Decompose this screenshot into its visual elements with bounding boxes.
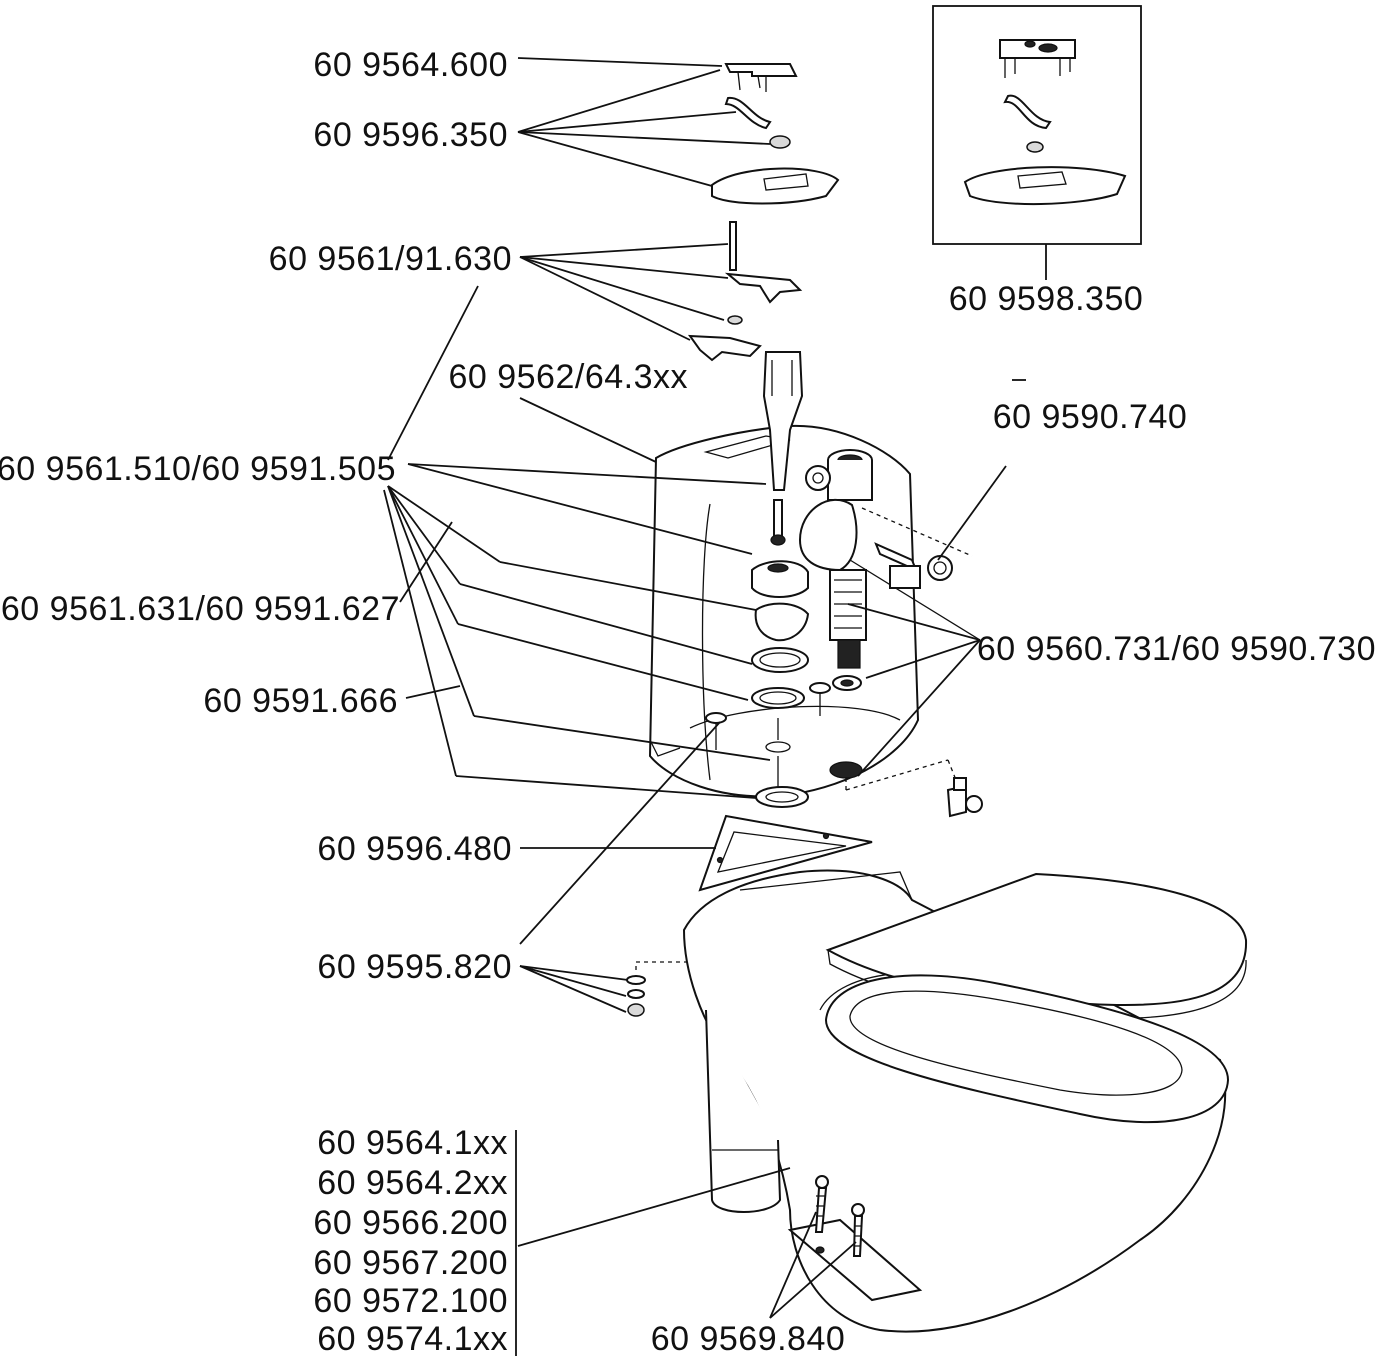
label-cistern: 60 9562/64.3xx: [448, 358, 688, 396]
label-floor-screws: 60 9569.840: [651, 1320, 846, 1358]
cistern-gasket: [698, 814, 873, 892]
flush-plate-assembly: [711, 63, 840, 205]
plate-bracket: [724, 63, 798, 77]
bowl-part-number: 60 9574.1xx: [317, 1320, 508, 1358]
bowl-part-number: 60 9572.100: [313, 1282, 508, 1320]
bowl-outlet: [705, 1009, 782, 1213]
bowl-part-number: 60 9564.2xx: [317, 1164, 508, 1202]
lever-arm: [724, 272, 803, 304]
label-flush-plate: 60 9596.350: [313, 116, 508, 154]
bowl-part-number: 60 9566.200: [313, 1204, 508, 1242]
inlet-connector: [861, 507, 973, 589]
label-inlet-connector: 60 9590.740: [993, 398, 1188, 436]
inset-alternative-plate: [932, 5, 1142, 280]
label-actuator: 60 9561/91.630: [269, 240, 512, 278]
label-valve-seals: 60 9561.631/60 9591.627: [1, 590, 400, 628]
valve-seal: [751, 560, 809, 598]
actuator-parts: [687, 221, 803, 362]
label-plate-bracket: 60 9564.600: [313, 46, 508, 84]
cistern-fixings: [705, 675, 983, 818]
label-fill-valve: 60 9560.731/60 9590.730: [977, 630, 1376, 668]
flush-valve: [751, 351, 810, 808]
fill-valve: [798, 449, 981, 669]
bracket-plate: [687, 334, 762, 362]
label-inset-plate: 60 9598.350: [949, 280, 1144, 318]
label-gasket: 60 9596.480: [317, 830, 512, 868]
flush-plate: [711, 167, 840, 205]
bowl-part-list: 60 9564.1xx 60 9564.2xx 60 9566.200 60 9…: [313, 1124, 508, 1358]
button-cap: [769, 135, 791, 149]
push-rod: [729, 221, 737, 271]
spring-clip: [724, 96, 772, 130]
toilet-seat: [824, 974, 1230, 1124]
seat-and-lid: [824, 872, 1248, 1124]
bowl-part-number: 60 9564.1xx: [317, 1124, 508, 1162]
inset-frame: [932, 5, 1142, 245]
part-labels: 60 9564.600 60 9596.350 60 9561/91.630 6…: [0, 46, 1376, 1358]
label-cistern-bolts: 60 9595.820: [317, 948, 512, 986]
label-flush-valve: 60 9561.510/60 9591.505: [0, 450, 396, 488]
leader-lines: [383, 57, 1026, 1356]
label-seal-ring: 60 9591.666: [203, 682, 398, 720]
bowl-part-number: 60 9567.200: [313, 1244, 508, 1282]
